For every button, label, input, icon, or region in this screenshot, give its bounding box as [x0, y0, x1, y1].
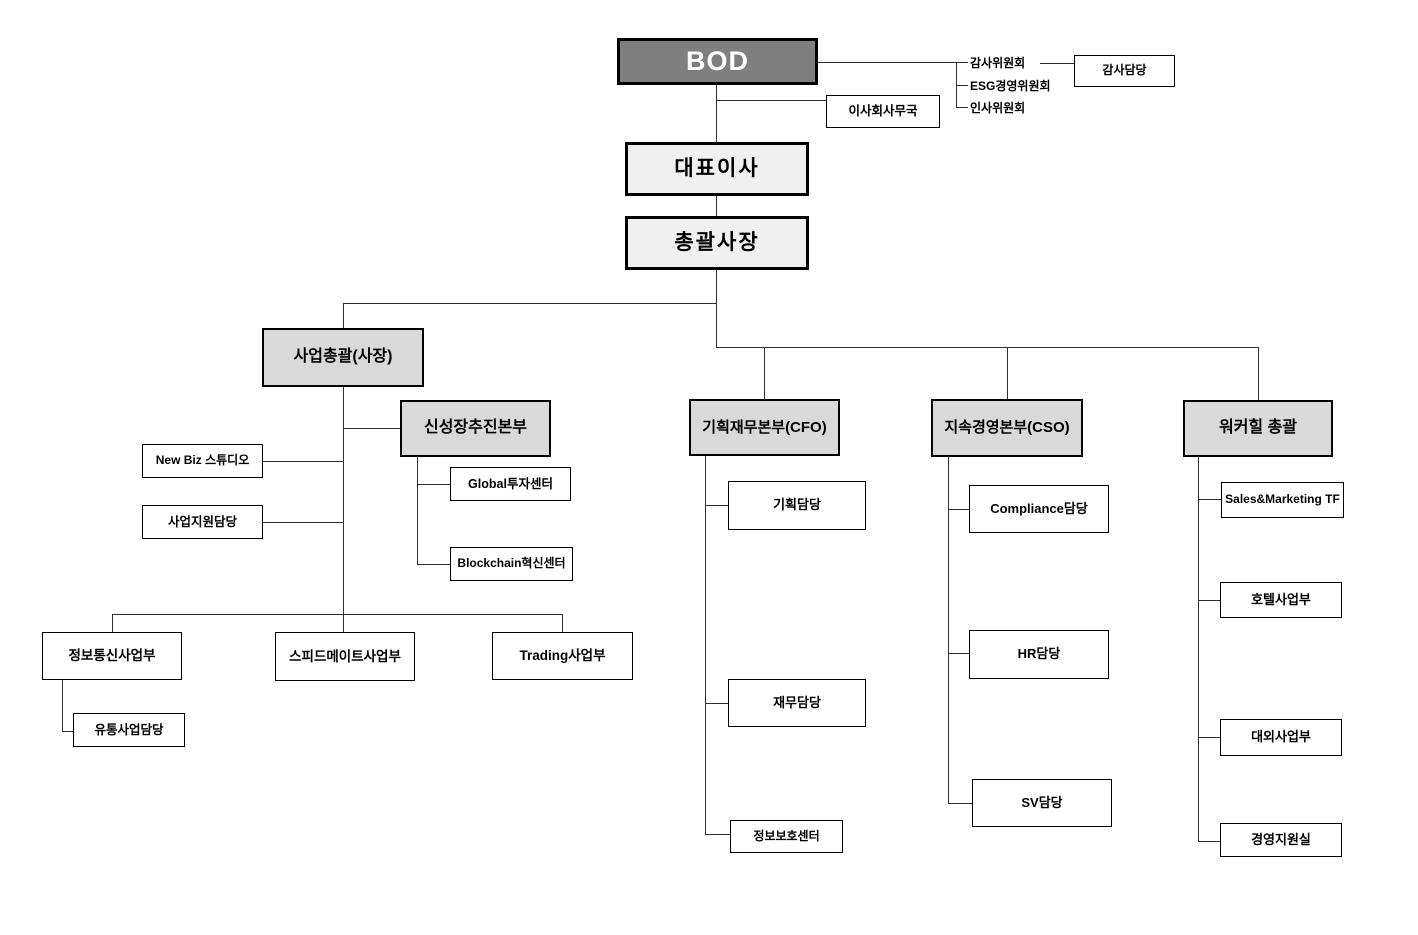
- node-hotel-division-label: 호텔사업부: [1251, 591, 1311, 607]
- connector: [716, 347, 1258, 348]
- node-compliance: Compliance담당: [969, 485, 1109, 533]
- connector: [705, 703, 728, 704]
- node-president-label: 총괄사장: [674, 230, 760, 254]
- connector: [948, 457, 949, 803]
- node-sales-marketing-tf: Sales&Marketing TF: [1221, 482, 1344, 518]
- label-esg-committee: ESG경영위원회: [970, 79, 1051, 93]
- node-new-biz-studio-label: New Biz 스튜디오: [155, 453, 250, 468]
- connector: [417, 564, 450, 565]
- connector: [705, 505, 728, 506]
- node-cso-hq-label: 지속경영본부(CSO): [944, 419, 1070, 437]
- connector: [956, 85, 968, 86]
- node-business-head-label: 사업총괄(사장): [293, 348, 393, 366]
- connector: [818, 62, 968, 63]
- connector: [1198, 737, 1220, 738]
- node-sv-label: SV담당: [1021, 794, 1063, 810]
- connector: [343, 428, 400, 429]
- node-speedmate-division: 스피드메이트사업부: [275, 632, 415, 681]
- node-ict-division-label: 정보통신사업부: [68, 648, 156, 664]
- node-finance-label: 재무담당: [773, 694, 821, 710]
- node-infosec-center: 정보보호센터: [730, 820, 843, 853]
- node-bod-label: BOD: [686, 45, 749, 76]
- connector: [417, 457, 418, 564]
- connector: [716, 100, 826, 101]
- node-speedmate-division-label: 스피드메이트사업부: [289, 648, 401, 664]
- connector: [716, 196, 717, 216]
- node-walkerhill-hq-label: 워커힐 총괄: [1218, 419, 1298, 437]
- node-ict-division: 정보통신사업부: [42, 632, 182, 680]
- node-global-invest-center-label: Global투자센터: [468, 476, 553, 491]
- label-personnel-committee: 인사위원회: [970, 101, 1026, 115]
- node-trading-division-label: Trading사업부: [519, 648, 606, 664]
- node-hr: HR담당: [969, 630, 1109, 679]
- node-hotel-division: 호텔사업부: [1220, 582, 1342, 618]
- connector: [562, 614, 563, 632]
- connector: [263, 522, 343, 523]
- label-audit-committee: 감사위원회: [970, 56, 1026, 70]
- connector: [343, 387, 344, 632]
- node-new-growth-hq: 신성장추진본부: [400, 400, 551, 457]
- node-finance: 재무담당: [728, 679, 866, 727]
- connector: [1007, 347, 1008, 399]
- node-external-division: 대외사업부: [1220, 719, 1342, 756]
- node-external-division-label: 대외사업부: [1251, 729, 1311, 745]
- connector: [956, 62, 957, 107]
- node-planning: 기획담당: [728, 481, 866, 530]
- node-sales-marketing-tf-label: Sales&Marketing TF: [1225, 492, 1340, 507]
- node-global-invest-center: Global투자센터: [450, 467, 571, 501]
- node-planning-label: 기획담당: [773, 497, 821, 513]
- node-new-growth-hq-label: 신성장추진본부: [423, 419, 528, 437]
- node-infosec-center-label: 정보보호센터: [753, 828, 820, 843]
- node-board-office: 이사회사무국: [826, 95, 940, 128]
- node-cfo-hq-label: 기획재무본부(CFO): [702, 418, 827, 436]
- connector: [705, 456, 706, 834]
- node-ceo: 대표이사: [625, 142, 809, 196]
- node-board-office-label: 이사회사무국: [848, 104, 918, 119]
- node-biz-support-label: 사업지원담당: [167, 514, 237, 529]
- connector: [1198, 600, 1220, 601]
- connector: [956, 107, 968, 108]
- connector: [948, 509, 969, 510]
- node-walkerhill-hq: 워커힐 총괄: [1183, 400, 1333, 457]
- connector: [716, 270, 717, 348]
- connector: [263, 461, 343, 462]
- node-ceo-label: 대표이사: [674, 156, 760, 180]
- connector: [343, 303, 717, 304]
- connector: [62, 731, 73, 732]
- connector: [948, 803, 972, 804]
- connector: [112, 614, 113, 632]
- connector: [1040, 63, 1074, 64]
- node-blockchain-center-label: Blockchain혁신센터: [457, 556, 566, 571]
- node-audit-staff-label: 감사담당: [1102, 63, 1147, 78]
- node-compliance-label: Compliance담당: [990, 500, 1088, 516]
- node-cfo-hq: 기획재무본부(CFO): [689, 399, 840, 456]
- node-biz-support: 사업지원담당: [142, 505, 263, 539]
- connector: [343, 303, 344, 328]
- node-business-head: 사업총괄(사장): [262, 328, 424, 387]
- node-trading-division: Trading사업부: [492, 632, 633, 680]
- node-mgmt-support: 경영지원실: [1220, 823, 1342, 857]
- connector: [1198, 841, 1220, 842]
- node-bod: BOD: [617, 38, 818, 85]
- node-mgmt-support-label: 경영지원실: [1251, 831, 1311, 847]
- node-hr-label: HR담당: [1017, 646, 1061, 662]
- node-new-biz-studio: New Biz 스튜디오: [142, 444, 263, 478]
- node-distribution-label: 유통사업담당: [94, 722, 164, 737]
- connector: [716, 85, 717, 142]
- node-distribution: 유통사업담당: [73, 713, 185, 747]
- connector: [1198, 457, 1199, 841]
- connector: [1198, 499, 1221, 500]
- connector: [948, 653, 969, 654]
- connector: [112, 614, 562, 615]
- node-sv: SV담당: [972, 779, 1112, 827]
- connector: [417, 484, 450, 485]
- connector: [62, 680, 63, 731]
- node-blockchain-center: Blockchain혁신센터: [450, 547, 573, 581]
- node-audit-staff: 감사담당: [1074, 55, 1175, 87]
- connector: [1258, 347, 1259, 400]
- node-cso-hq: 지속경영본부(CSO): [931, 399, 1083, 457]
- node-president: 총괄사장: [625, 216, 809, 270]
- connector: [705, 834, 730, 835]
- connector: [764, 347, 765, 399]
